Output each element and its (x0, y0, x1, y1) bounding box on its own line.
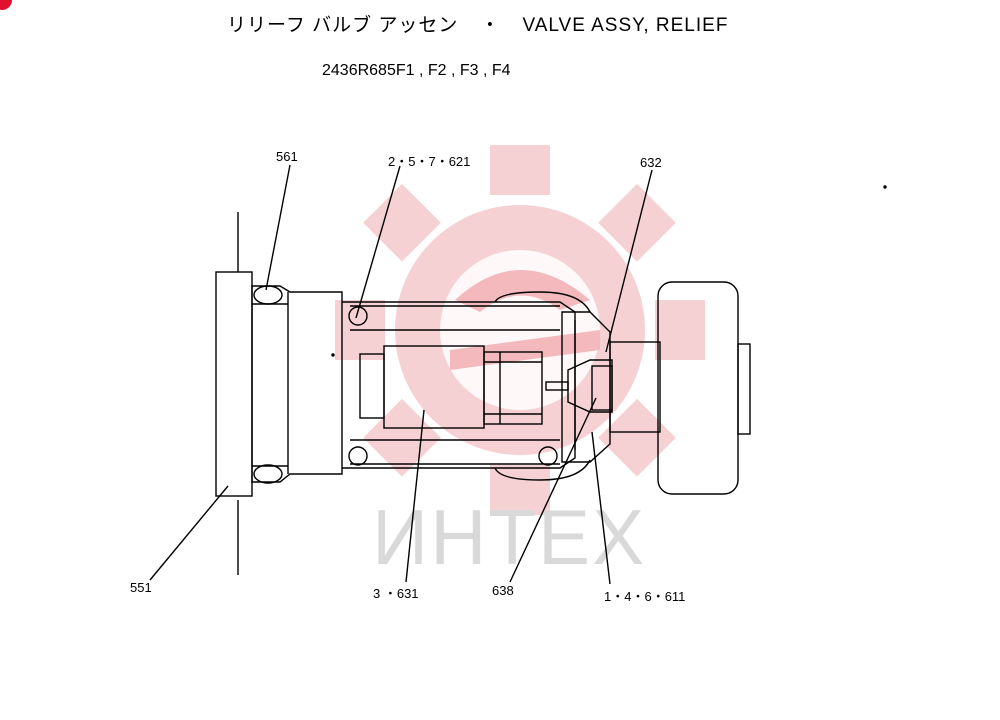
sleeve (342, 301, 576, 469)
piston-3 (383, 345, 485, 429)
leader-1 (591, 431, 611, 585)
title-separator: ・ (480, 15, 501, 36)
body-561 (251, 285, 343, 483)
model-numbers: 2436R685F1 , F2 , F3 , F4 (322, 62, 511, 79)
callout-632: 632 (640, 155, 662, 170)
leader-2 (355, 165, 401, 319)
callout-1-4-6-611: 1・4・6・611 (604, 589, 686, 604)
chamber-bottom (494, 459, 591, 481)
o-ring-top (253, 285, 283, 305)
leader-551 (149, 485, 229, 581)
title-english: VALVE ASSY, RELIEF (522, 15, 729, 36)
watermark-text: ИНТЕХ (372, 493, 647, 581)
callout-3-631: 3 ・631 (373, 586, 419, 601)
adjuster-632 (609, 341, 661, 433)
seat-1 (561, 311, 611, 463)
page-title: リリーフ バルブ アッセン・ VALVE ASSY, RELIEF (227, 10, 728, 37)
corner-badge (0, 0, 12, 10)
callout-2-5-7-621: 2・5・7・621 (388, 154, 471, 169)
leader-632 (605, 169, 653, 353)
seal-ring-top (348, 306, 368, 326)
cap-nut (657, 281, 739, 495)
adjust-screw (737, 343, 751, 435)
chamber-top (494, 291, 591, 313)
leader-3 (405, 409, 425, 583)
callout-551: 551 (130, 580, 152, 595)
seal-ring-bottom (348, 446, 368, 466)
title-japanese: リリーフ バルブ アッセン (227, 15, 459, 36)
cone-638 (567, 359, 613, 413)
callout-638: 638 (492, 583, 514, 598)
leader-561 (265, 164, 291, 291)
callout-561: 561 (276, 149, 298, 164)
o-ring-bottom (253, 464, 283, 484)
flange-551 (215, 271, 253, 497)
leader-638 (509, 397, 597, 583)
poppet (483, 351, 543, 425)
